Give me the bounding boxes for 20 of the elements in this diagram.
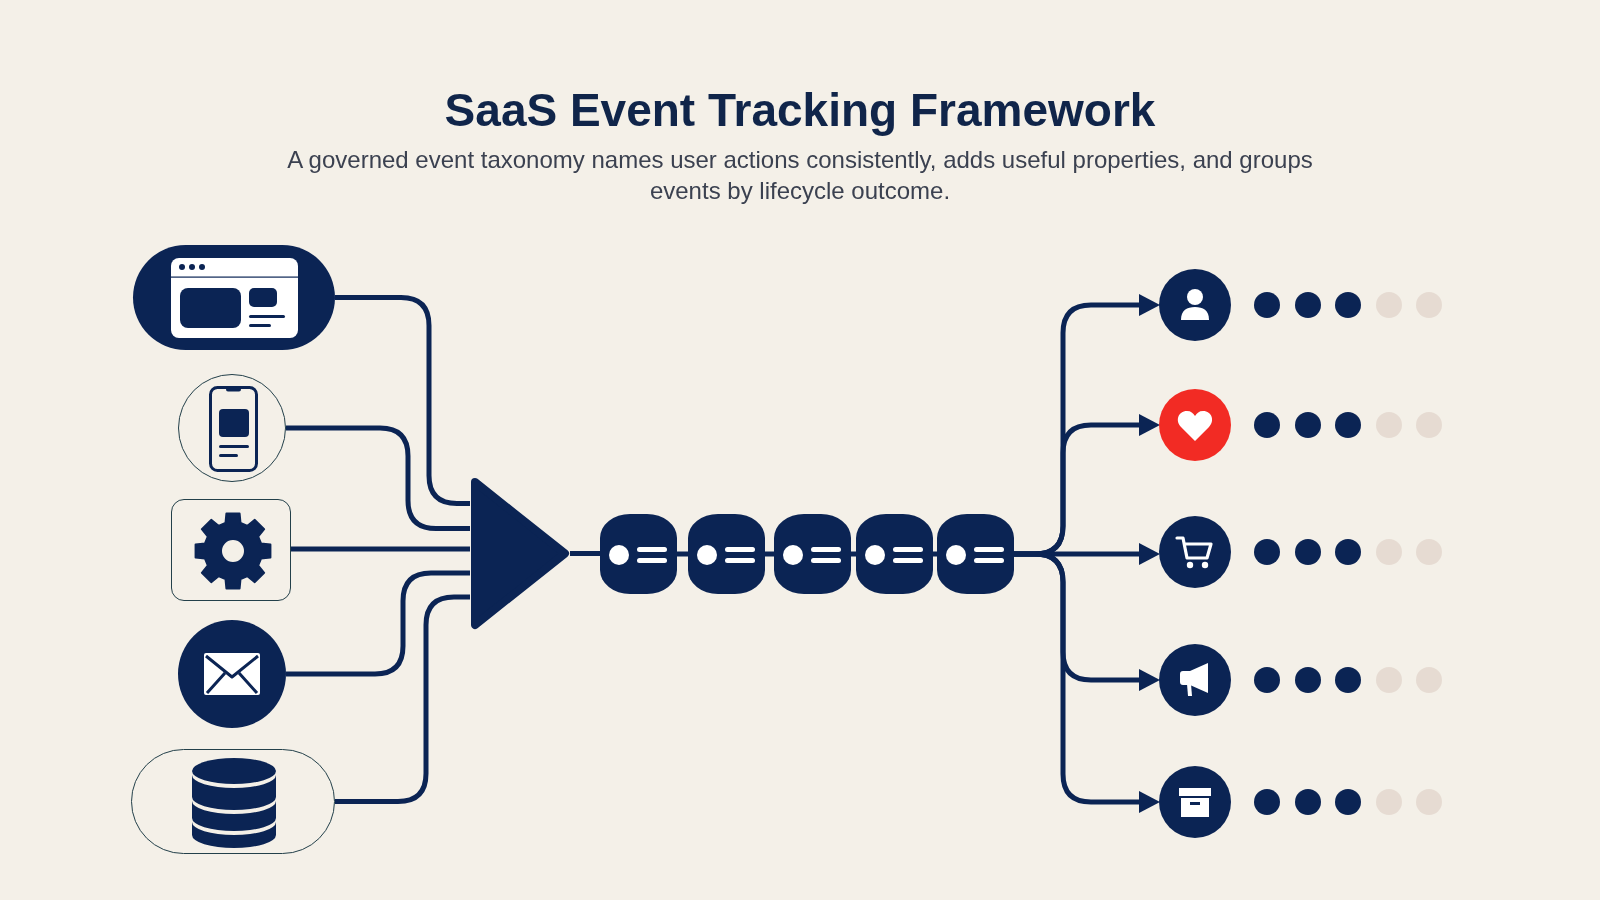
connector-line	[286, 425, 470, 531]
connector-line	[335, 295, 470, 506]
connector-line	[933, 551, 937, 557]
event-pill	[937, 514, 1014, 594]
connector-line	[291, 546, 470, 552]
arrow	[1014, 551, 1160, 813]
connector-line	[286, 570, 470, 677]
source-tile	[171, 499, 291, 601]
connector-line	[765, 551, 774, 557]
event-pill	[856, 514, 933, 594]
title: SaaS Event Tracking Framework	[444, 83, 1156, 137]
connector-line	[677, 551, 688, 557]
event-pill	[774, 514, 851, 594]
funnel-triangle	[470, 477, 570, 630]
subtitle: A governed event taxonomy names user actions consistently, adds useful properties, and groups events by lifecycle outcome.	[286, 145, 1314, 206]
connector-line	[570, 551, 600, 556]
connector-line	[335, 594, 470, 804]
connector-line	[851, 551, 856, 557]
event-pill	[688, 514, 765, 594]
event-pill	[600, 514, 677, 594]
